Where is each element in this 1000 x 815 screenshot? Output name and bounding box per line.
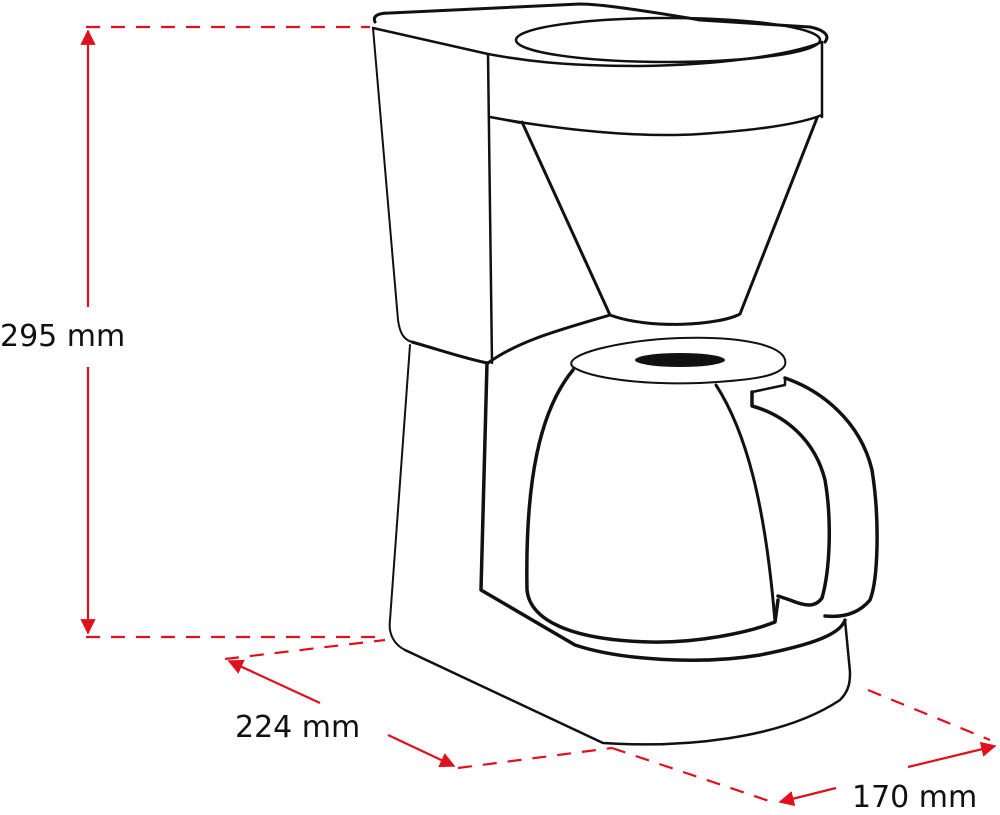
- jug-lid-opening: [635, 353, 725, 367]
- jug-handle-inner: [750, 390, 831, 607]
- filter-band-inner: [489, 116, 521, 124]
- depth-dimension-label: 224 mm: [235, 710, 361, 745]
- width-dimension-label: 170 mm: [852, 780, 978, 815]
- jug-body-right: [714, 383, 777, 624]
- height-dimension-label: 295 mm: [0, 319, 126, 354]
- dimension-lines: [80, 25, 997, 807]
- depth-extension-front: [457, 746, 613, 770]
- width-arrow-left: [778, 786, 837, 807]
- water-tank-lid-ellipse: [514, 16, 822, 64]
- tower-shoulder: [410, 313, 612, 365]
- filter-band-bottom: [488, 113, 824, 137]
- lid-back-edge: [371, 26, 824, 68]
- warming-plate-rim: [479, 361, 847, 662]
- tower-front-edge: [486, 52, 494, 365]
- width-extension-right: [867, 688, 991, 742]
- jug-body: [525, 368, 780, 644]
- width-extension-left: [611, 746, 773, 804]
- filter-cone: [520, 116, 819, 326]
- depth-extension-back: [224, 638, 386, 661]
- depth-arrow-front: [387, 734, 456, 768]
- base-back-edge: [388, 344, 411, 651]
- lid-top: [372, 2, 829, 44]
- jug-handle-top: [750, 376, 787, 394]
- coffee-maker-illustration: [371, 2, 879, 746]
- tower-left-edge: [372, 27, 413, 343]
- jug-handle-outer: [783, 376, 879, 619]
- width-arrow-right: [907, 741, 997, 769]
- base-front-slab: [403, 618, 852, 746]
- jug-lid: [570, 336, 787, 385]
- depth-arrow-back: [227, 659, 321, 704]
